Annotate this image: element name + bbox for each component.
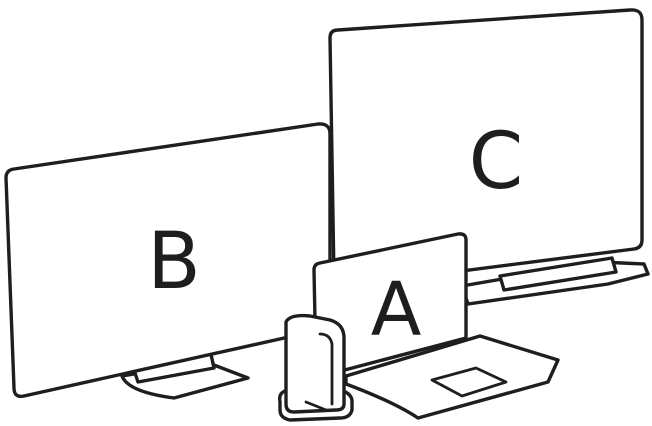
vertical-dock-body (286, 316, 344, 412)
monitor-b: B (6, 124, 330, 398)
monitor-c-label: C (469, 117, 523, 207)
vertical-dock (280, 316, 352, 420)
laptop-a-label: A (371, 267, 422, 353)
monitor-b-label: B (147, 217, 201, 307)
